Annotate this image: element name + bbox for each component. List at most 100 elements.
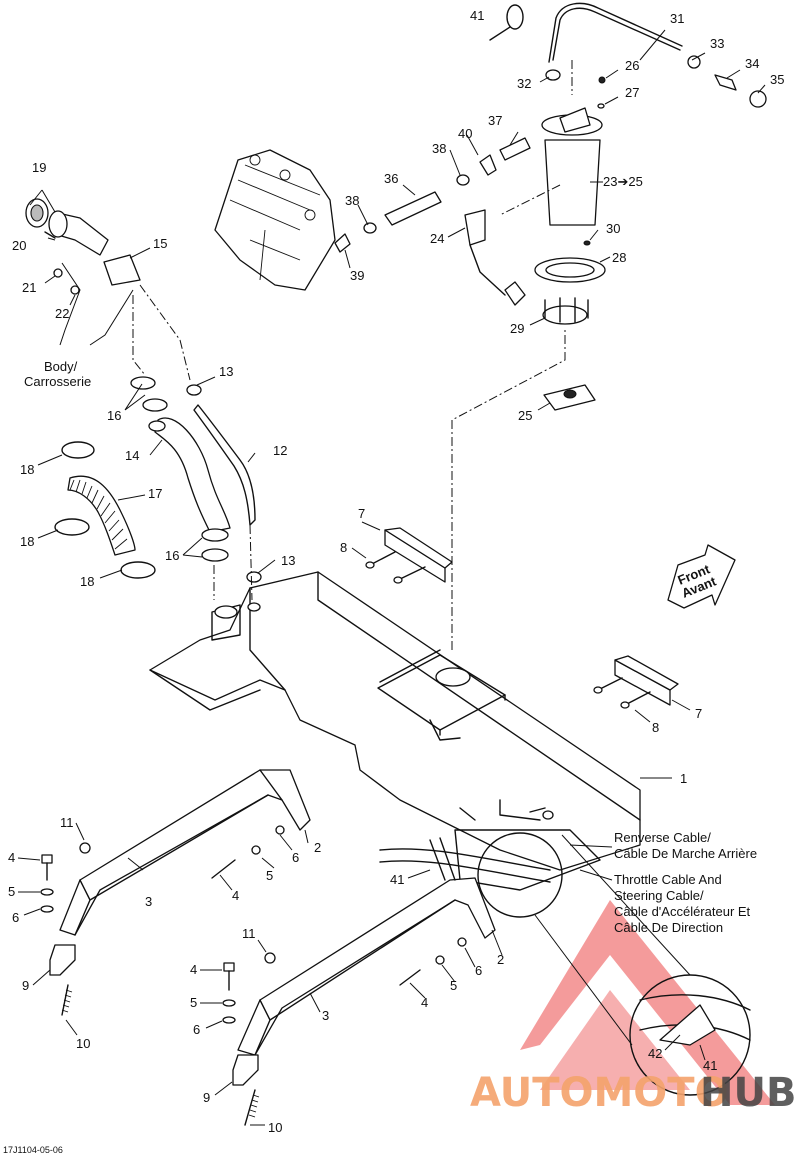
callout-3: 3 [322,1008,329,1023]
callout-15: 15 [153,236,167,251]
callout-23-25: 23➔25 [603,174,643,189]
cable-tie [489,4,524,41]
callout-20: 20 [12,238,26,253]
callout-34: 34 [745,56,759,71]
callout-30: 30 [606,221,620,236]
pad-upper [365,527,453,584]
callout-32: 32 [517,76,531,91]
callout-35: 35 [770,72,784,87]
callout-38: 38 [345,193,359,208]
body-label: Body/ [44,359,78,374]
watermark [520,900,775,1105]
callout-6: 6 [475,963,482,978]
watermark-text: AUTOMOTO HUB [470,1070,796,1116]
watermark-triangle-inner [540,990,690,1090]
callout-41: 41 [703,1058,717,1073]
steering-cable-label-fr: Câble De Direction [614,920,723,935]
svg-text:AUTOMOTO: AUTOMOTO [470,1070,729,1116]
throttle-cable-label: Throttle Cable And [614,872,722,887]
callout-13: 13 [281,553,295,568]
callout-29: 29 [510,321,524,336]
callout-41: 41 [470,8,484,23]
callout-18: 18 [20,462,34,477]
callout-1: 1 [680,771,687,786]
callout-4: 4 [8,850,15,865]
callout-11: 11 [60,815,74,830]
callout-labels: 1 2 2 3 3 4 4 4 4 5 5 5 5 6 6 6 6 7 7 8 … [8,8,784,1135]
callout-33: 33 [710,36,724,51]
callout-13: 13 [219,364,233,379]
callout-9: 9 [22,978,29,993]
leader-lines [17,29,766,1126]
reverse-cable-label-fr: Câble De Marche Arrière [614,846,757,861]
callout-8: 8 [340,540,347,555]
hose-clamps [130,376,262,583]
throttle-cable-label-fr: Câble d'Accélérateur Et [614,904,751,919]
cable-bundle [379,832,751,1096]
callout-27: 27 [625,85,639,100]
callout-24: 24 [430,231,444,246]
vent-hose [193,404,256,526]
pad-lower [593,655,679,709]
callout-12: 12 [273,443,287,458]
strap-lower [237,877,496,1056]
callout-10: 10 [76,1036,90,1051]
reverse-cable-label: Renverse Cable/ [614,830,711,845]
callout-18: 18 [20,534,34,549]
callout-37: 37 [488,113,502,128]
callout-4: 4 [421,995,428,1010]
filler-neck-assembly [25,198,141,295]
body-label-fr: Carrosserie [24,374,91,389]
callout-6: 6 [292,850,299,865]
callout-18: 18 [80,574,94,589]
callout-28: 28 [612,250,626,265]
svg-text:HUB: HUB [700,1070,796,1116]
callout-17: 17 [148,486,162,501]
callout-6: 6 [193,1022,200,1037]
callout-41: 41 [390,872,404,887]
callout-16: 16 [165,548,179,563]
callout-31: 31 [670,11,684,26]
callout-39: 39 [350,268,364,283]
callout-16: 16 [107,408,121,423]
callout-7: 7 [358,506,365,521]
callout-21: 21 [22,280,36,295]
callout-8: 8 [652,720,659,735]
callout-11: 11 [242,926,256,941]
callout-4: 4 [232,888,239,903]
annotations: Body/ Carrosserie Renverse Cable/ Câble … [3,359,757,1155]
fuel-pump-module [464,107,606,411]
fuel-lines [334,2,767,253]
engine-intake-manifold [214,149,336,291]
callout-5: 5 [450,978,457,993]
callout-7: 7 [695,706,702,721]
callout-2: 2 [314,840,321,855]
callout-4: 4 [190,962,197,977]
callout-5: 5 [190,995,197,1010]
callout-5: 5 [8,884,15,899]
corrugated-hose [54,441,156,579]
callout-38: 38 [432,141,446,156]
strap-hardware [40,825,467,1126]
callout-26: 26 [625,58,639,73]
watermark-triangle [520,900,775,1105]
callout-9: 9 [203,1090,210,1105]
strap-upper [59,769,311,936]
fuel-tank [149,571,641,891]
callout-6: 6 [12,910,19,925]
fill-hose [148,417,231,533]
callout-40: 40 [458,126,472,141]
callout-5: 5 [266,868,273,883]
callout-36: 36 [384,171,398,186]
callout-19: 19 [32,160,46,175]
callout-25: 25 [518,408,532,423]
callout-3: 3 [145,894,152,909]
front-direction-arrow [667,544,736,609]
callout-42: 42 [648,1046,662,1061]
callout-14: 14 [125,448,139,463]
callout-10: 10 [268,1120,282,1135]
callout-2: 2 [497,952,504,967]
steering-cable-label: Steering Cable/ [614,888,704,903]
diagram-code: 17J1104-05-06 [3,1145,63,1155]
